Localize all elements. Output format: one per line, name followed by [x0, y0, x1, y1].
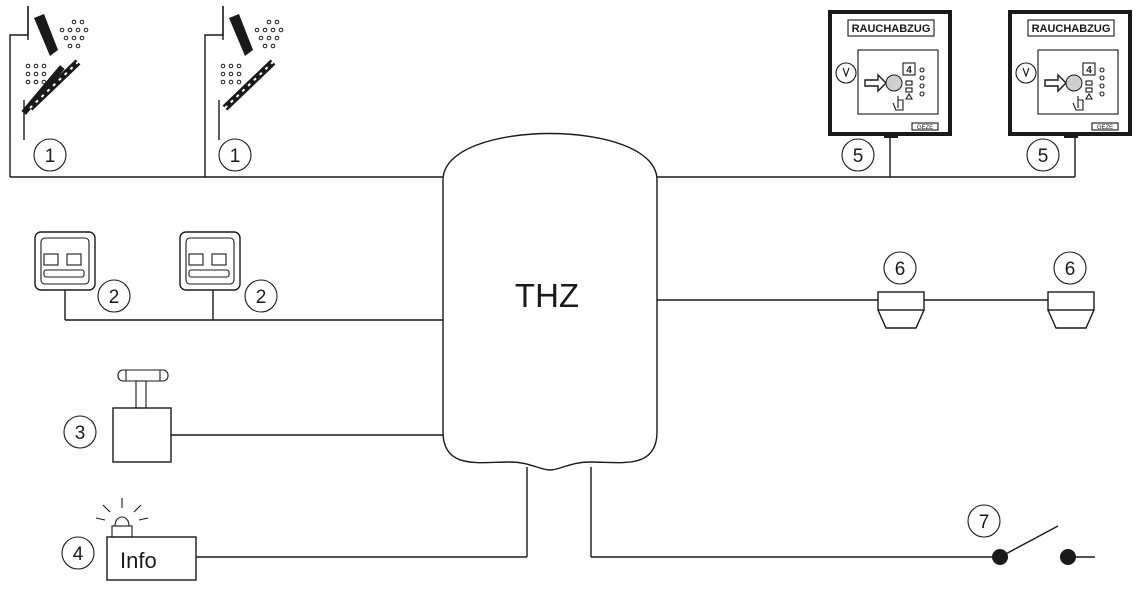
callout-6a-label: 6 [895, 259, 906, 280]
callout-6b-label: 6 [1065, 259, 1076, 280]
panel-5a-brand: GEZE [917, 125, 933, 131]
smoke-vent-window-1b [204, 6, 284, 140]
smoke-detector-6a [877, 291, 925, 329]
callout-1a: 1 [33, 138, 67, 172]
callout-5a: 5 [841, 138, 875, 172]
info-signal-4: Info [95, 498, 197, 581]
svg-text:4: 4 [1086, 65, 1092, 76]
info-label: Info [120, 548, 157, 573]
callout-2a: 2 [97, 279, 131, 313]
callout-4: 4 [61, 536, 95, 570]
panel-5b-title: RAUCHABZUG [1032, 23, 1111, 35]
callout-2b-label: 2 [256, 287, 267, 308]
callout-1b: 1 [218, 138, 252, 172]
callout-1a-label: 1 [45, 146, 56, 167]
smoke-vent-window-1a [9, 6, 89, 140]
wiring [9, 134, 1095, 558]
callout-6b: 6 [1053, 251, 1087, 285]
callout-5b: 5 [1026, 138, 1060, 172]
smoke-control-panel-5a: RAUCHABZUG 4 GEZE [828, 10, 952, 138]
wall-switch-2a [34, 231, 96, 291]
thz-label: THZ [515, 277, 579, 314]
callout-2b: 2 [244, 279, 278, 313]
callout-3: 3 [63, 415, 97, 449]
smoke-control-panel-5b: RAUCHABZUG 4 GEZE [1008, 10, 1132, 138]
callout-4-label: 4 [73, 544, 84, 565]
callout-5a-label: 5 [853, 146, 864, 167]
panel-5a-title: RAUCHABZUG [852, 23, 931, 35]
callout-7: 7 [967, 504, 1001, 538]
callout-2a-label: 2 [109, 287, 120, 308]
panel-5b-brand: GEZE [1097, 125, 1113, 131]
wall-switch-2b [179, 231, 241, 291]
callout-5b-label: 5 [1038, 146, 1049, 167]
smoke-detector-6b [1047, 291, 1095, 329]
wind-rain-sensor-3 [112, 369, 172, 463]
callout-1b-label: 1 [230, 146, 241, 167]
thz-control-unit: THZ [442, 132, 658, 471]
svg-text:4: 4 [906, 65, 912, 76]
callout-7-label: 7 [979, 512, 990, 533]
switch-contact-7 [992, 525, 1076, 565]
callout-3-label: 3 [75, 423, 86, 444]
callout-6a: 6 [883, 251, 917, 285]
